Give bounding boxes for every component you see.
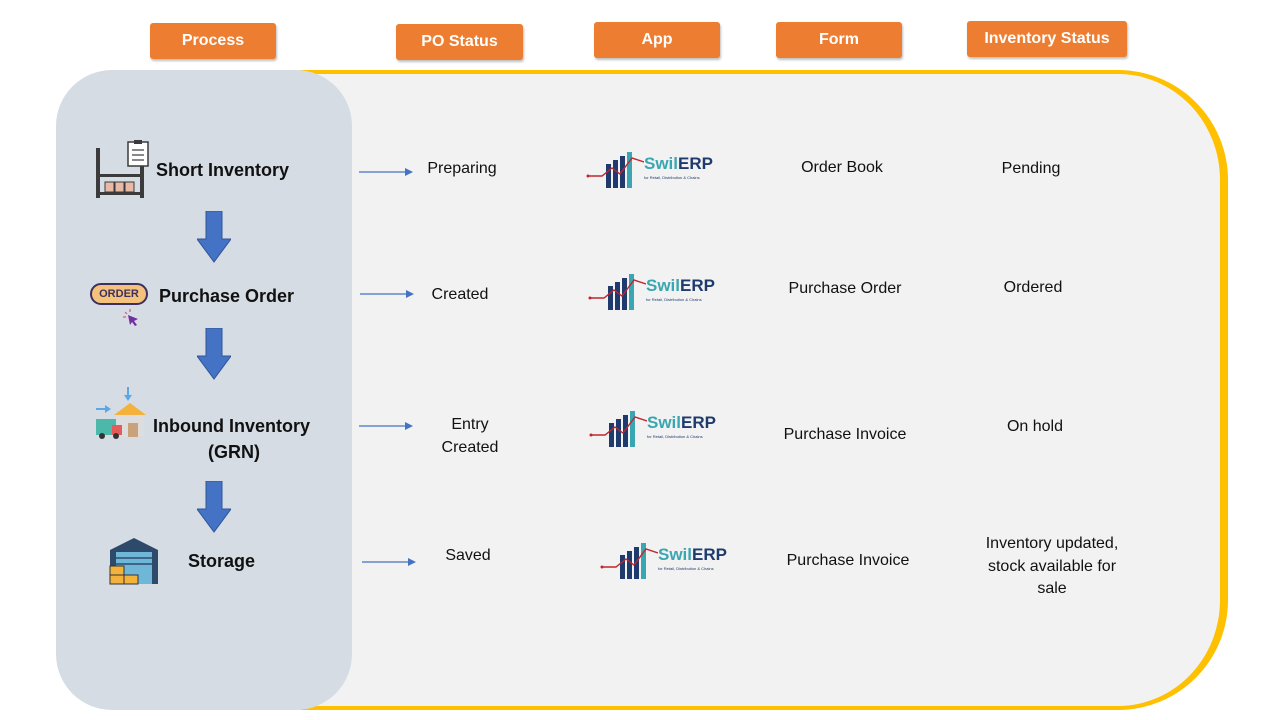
inventory-status-updated-line1: Inventory updated, <box>985 535 1119 552</box>
inventory-status-ordered: Ordered <box>1003 279 1063 296</box>
inventory-status-on-hold: On hold <box>1006 418 1064 435</box>
flow-down-arrow-3 <box>197 481 231 533</box>
swilerp-logo-1: SwilERP for Retail, Distribution & Chain… <box>586 150 726 192</box>
swilerp-logo-2: SwilERP for Retail, Distribution & Chain… <box>588 272 728 314</box>
header-inventory-status: Inventory Status <box>967 21 1127 57</box>
po-status-entry-created: Created <box>441 439 499 456</box>
row3-arrow <box>359 422 413 430</box>
header-po-status: PO Status <box>396 24 523 60</box>
row2-arrow <box>360 290 414 298</box>
process-purchase-order: Purchase Order <box>159 286 295 306</box>
inventory-status-updated-line3: sale <box>1037 580 1067 597</box>
form-purchase-invoice-1: Purchase Invoice <box>783 426 907 443</box>
inbound-truck-warehouse-icon <box>96 387 146 439</box>
warehouse-storage-icon <box>109 538 158 585</box>
header-process: Process <box>150 23 276 59</box>
row1-arrow <box>359 168 413 176</box>
inventory-status-updated-line2: stock available for <box>987 558 1117 575</box>
inventory-status-pending: Pending <box>1001 160 1061 177</box>
row4-arrow <box>362 558 416 566</box>
form-purchase-order: Purchase Order <box>788 280 902 297</box>
swilerp-logo-3: SwilERP for Retail, Distribution & Chain… <box>589 409 729 451</box>
header-form: Form <box>776 22 902 58</box>
po-status-saved: Saved <box>445 547 491 564</box>
process-storage: Storage <box>188 551 256 571</box>
po-status-entry: Entry <box>451 416 489 433</box>
flow-panel <box>300 70 1228 710</box>
order-tag-icon: ORDER <box>90 283 152 329</box>
po-status-preparing: Preparing <box>427 160 497 177</box>
shelf-clipboard-icon <box>96 140 149 198</box>
process-inbound-inventory: Inbound Inventory <box>153 416 310 436</box>
po-status-created: Created <box>431 286 489 303</box>
flow-down-arrow-1 <box>197 211 231 263</box>
process-grn: (GRN) <box>208 442 260 462</box>
form-order-book: Order Book <box>801 159 883 176</box>
process-short-inventory: Short Inventory <box>156 160 290 180</box>
flow-down-arrow-2 <box>197 328 231 380</box>
form-purchase-invoice-2: Purchase Invoice <box>786 552 910 569</box>
swilerp-logo-4: SwilERP for Retail, Distribution & Chain… <box>600 541 740 583</box>
header-app: App <box>594 22 720 58</box>
